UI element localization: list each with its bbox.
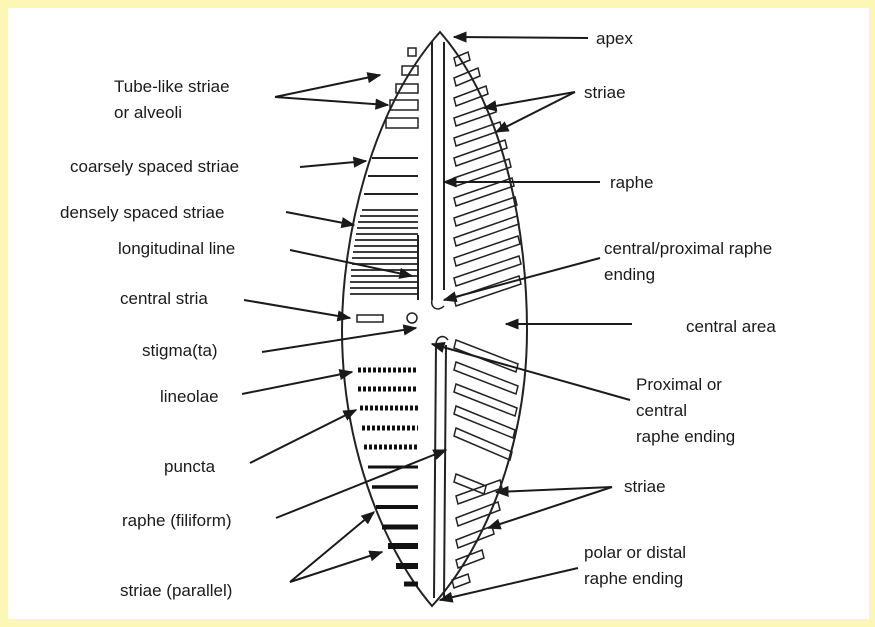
label-tube-like-2: or alveoli bbox=[114, 103, 182, 122]
pointer-lines bbox=[242, 37, 632, 600]
stigma-mark bbox=[407, 313, 417, 323]
label-striae-parallel: striae (parallel) bbox=[120, 581, 232, 600]
alveoli bbox=[386, 48, 418, 128]
label-central-proximal-1: central/proximal raphe bbox=[604, 239, 772, 258]
label-polar-1: polar or distal bbox=[584, 543, 686, 562]
label-longitudinal-line: longitudinal line bbox=[118, 239, 235, 258]
label-proximal-3: raphe ending bbox=[636, 427, 735, 446]
striae-right-upper bbox=[454, 52, 521, 306]
central-stria-mark bbox=[357, 315, 383, 322]
label-stigma: stigma(ta) bbox=[142, 341, 218, 360]
label-polar-2: raphe ending bbox=[584, 569, 683, 588]
label-striae-lower: striae bbox=[624, 477, 666, 496]
raphe-lines bbox=[432, 42, 446, 598]
label-coarse-striae: coarsely spaced striae bbox=[70, 157, 239, 176]
label-raphe-filiform: raphe (filiform) bbox=[122, 511, 232, 530]
label-central-area: central area bbox=[686, 317, 776, 336]
label-puncta: puncta bbox=[164, 457, 216, 476]
label-proximal-2: central bbox=[636, 401, 687, 420]
label-raphe: raphe bbox=[610, 173, 653, 192]
central-raphe-ending-mark bbox=[432, 300, 448, 345]
label-central-stria: central stria bbox=[120, 289, 208, 308]
coarse-striae bbox=[364, 158, 418, 194]
label-apex: apex bbox=[596, 29, 633, 48]
label-central-proximal-2: ending bbox=[604, 265, 655, 284]
lineolae bbox=[358, 370, 418, 447]
parallel-striae bbox=[368, 467, 418, 584]
label-dense-striae: densely spaced striae bbox=[60, 203, 224, 222]
label-striae-upper: striae bbox=[584, 83, 626, 102]
label-tube-like-1: Tube-like striae bbox=[114, 77, 230, 96]
labels: apex Tube-like striae or alveoli striae … bbox=[60, 29, 776, 600]
label-proximal-1: Proximal or bbox=[636, 375, 722, 394]
dense-striae bbox=[350, 210, 418, 294]
label-lineolae: lineolae bbox=[160, 387, 219, 406]
